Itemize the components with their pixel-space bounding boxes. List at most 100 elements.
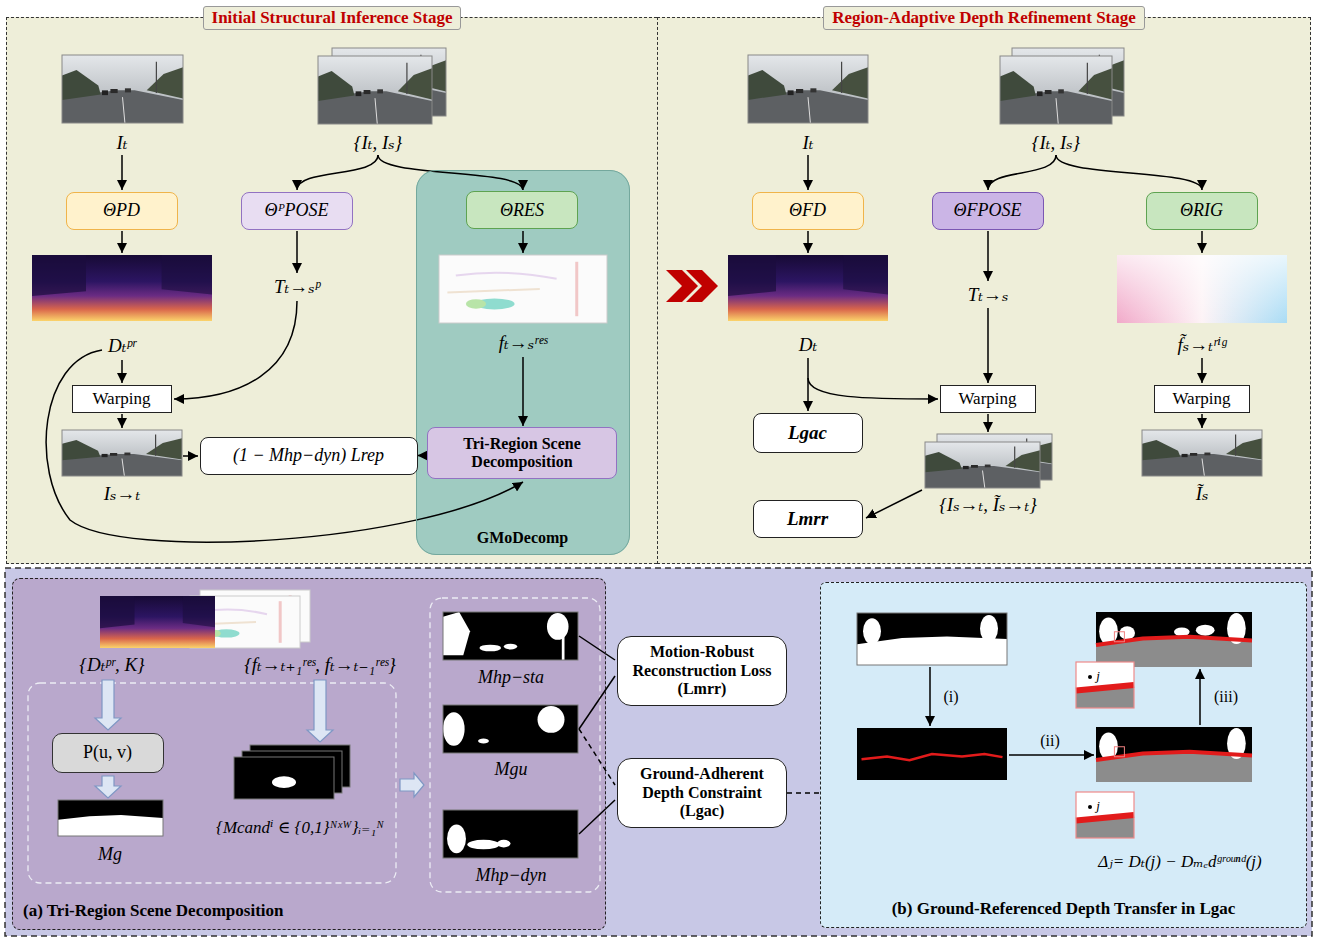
math-label: {fₜ→ₜ₊₁ʳᵉˢ, fₜ→ₜ₋₁ʳᵉˢ} xyxy=(244,655,396,676)
street-photo xyxy=(1000,56,1112,124)
depth-map xyxy=(728,255,776,296)
mask-image xyxy=(234,757,334,799)
street-photo xyxy=(971,465,978,468)
top-panel-ground xyxy=(6,17,1311,564)
mask-image xyxy=(58,815,163,836)
street-photo xyxy=(1204,453,1210,456)
loss-box: Ground-Adherent Depth Constraint (Lgac) xyxy=(617,758,787,828)
mask-image xyxy=(234,757,334,799)
street-photo xyxy=(788,90,794,95)
street-photo xyxy=(1142,430,1262,476)
box-label: Warping xyxy=(1172,389,1230,409)
network-box: ΘRES xyxy=(466,191,578,229)
network-box: ΘFPOSE xyxy=(932,192,1044,230)
street-photo xyxy=(125,88,131,92)
street-photo xyxy=(110,89,117,93)
link-line xyxy=(579,729,615,785)
street-photo xyxy=(62,55,183,123)
box-label: ΘFD xyxy=(789,200,826,221)
box-label: Lgac xyxy=(788,422,827,444)
box-label: ΘFPOSE xyxy=(954,200,1022,221)
mask-image xyxy=(447,824,466,853)
flow-arrow xyxy=(988,155,1056,190)
inner-dashed-box xyxy=(28,683,396,883)
zoom-inset xyxy=(1076,662,1134,708)
operation-box: Warping xyxy=(940,385,1036,413)
stage-chevron xyxy=(686,270,718,302)
mask-image xyxy=(443,712,465,746)
zoom-inset xyxy=(1076,792,1134,838)
flow-arrow xyxy=(929,667,931,726)
zoom-inset xyxy=(1076,662,1134,708)
street-photo xyxy=(356,91,362,96)
street-photo xyxy=(748,55,868,123)
street-photo xyxy=(808,97,810,123)
flow-arrow xyxy=(1201,414,1203,428)
depth-transfer-image xyxy=(1096,612,1252,667)
math-label: {Iₛ→ₜ, Ĩₛ→ₜ} xyxy=(939,495,1037,516)
math-label: Ĩₛ xyxy=(1196,484,1209,505)
math-label: Δⱼ= Dₜ(j) − Dₘₑdᵍʳᵒᵘⁿᵈ(j) xyxy=(1098,853,1261,872)
operation-box: Warping xyxy=(72,385,172,413)
street-photo xyxy=(963,466,969,469)
math-label: Dₜ xyxy=(799,335,817,356)
link-line xyxy=(579,636,615,660)
street-photo xyxy=(1226,438,1262,459)
depth-map xyxy=(728,255,888,321)
residual-flow-map xyxy=(439,255,607,323)
math-label: {Iₜ, Iₛ} xyxy=(354,133,402,154)
residual-flow-map xyxy=(456,273,557,279)
street-photo xyxy=(147,67,183,98)
street-photo xyxy=(318,56,432,124)
street-photo xyxy=(1000,56,1112,124)
depth-transfer-image xyxy=(1096,727,1252,782)
street-photo xyxy=(1056,98,1058,124)
mask-image xyxy=(538,706,565,733)
ground-boundary-image xyxy=(857,728,1007,780)
depth-transfer-image xyxy=(1196,625,1215,636)
depth-map xyxy=(100,596,135,628)
hollow-arrow xyxy=(95,776,121,798)
math-label: Tₜ→ₛᵖ xyxy=(274,277,320,298)
loss-box: Lmrr xyxy=(753,500,863,538)
step-number: (iii) xyxy=(1214,688,1238,706)
residual-flow-map xyxy=(447,289,539,292)
flow-arrow xyxy=(522,231,524,253)
flow-arrow xyxy=(121,231,123,253)
street-photo xyxy=(1142,440,1180,460)
box-label: Ground-Adherent Depth Constraint (Lgac) xyxy=(625,765,779,820)
flow-arrow xyxy=(296,231,298,273)
panel-b-ground xyxy=(820,582,1307,928)
street-photo xyxy=(1078,68,1112,99)
street-photo xyxy=(810,88,816,92)
mask-image xyxy=(479,645,501,652)
street-photo xyxy=(62,70,101,100)
panel-a-ground xyxy=(12,578,606,930)
street-photo xyxy=(748,55,868,123)
network-box: ΘPD xyxy=(66,192,178,230)
zoom-inset xyxy=(1076,815,1134,821)
street-photo xyxy=(364,90,371,94)
box-label: ΘᴾPOSE xyxy=(264,200,328,221)
math-label: Dₜᵖʳ xyxy=(108,336,136,357)
module-panel: GMoDecompΘRESTri-Region Scene Decomposit… xyxy=(416,170,630,555)
mask-image xyxy=(443,705,578,753)
street-photo xyxy=(377,89,383,93)
mask-image xyxy=(863,618,881,644)
top-panel-ground xyxy=(6,17,1311,564)
street-photo xyxy=(983,471,985,488)
flow-arrow xyxy=(808,378,938,399)
flow-arrow xyxy=(987,414,989,432)
connector xyxy=(418,455,428,457)
math-label: Tₜ→ₛ xyxy=(968,285,1009,306)
street-photo xyxy=(1190,453,1197,456)
depth-transfer-image xyxy=(1114,747,1124,757)
mask-image xyxy=(443,810,578,858)
inner-dashed-box xyxy=(430,598,600,892)
network-box: ΘFD xyxy=(752,192,864,230)
street-photo xyxy=(62,430,182,476)
street-photo xyxy=(318,71,354,101)
street-photo xyxy=(1087,63,1088,94)
inner-dashed-box xyxy=(430,598,600,892)
flow-arrow xyxy=(121,360,123,383)
